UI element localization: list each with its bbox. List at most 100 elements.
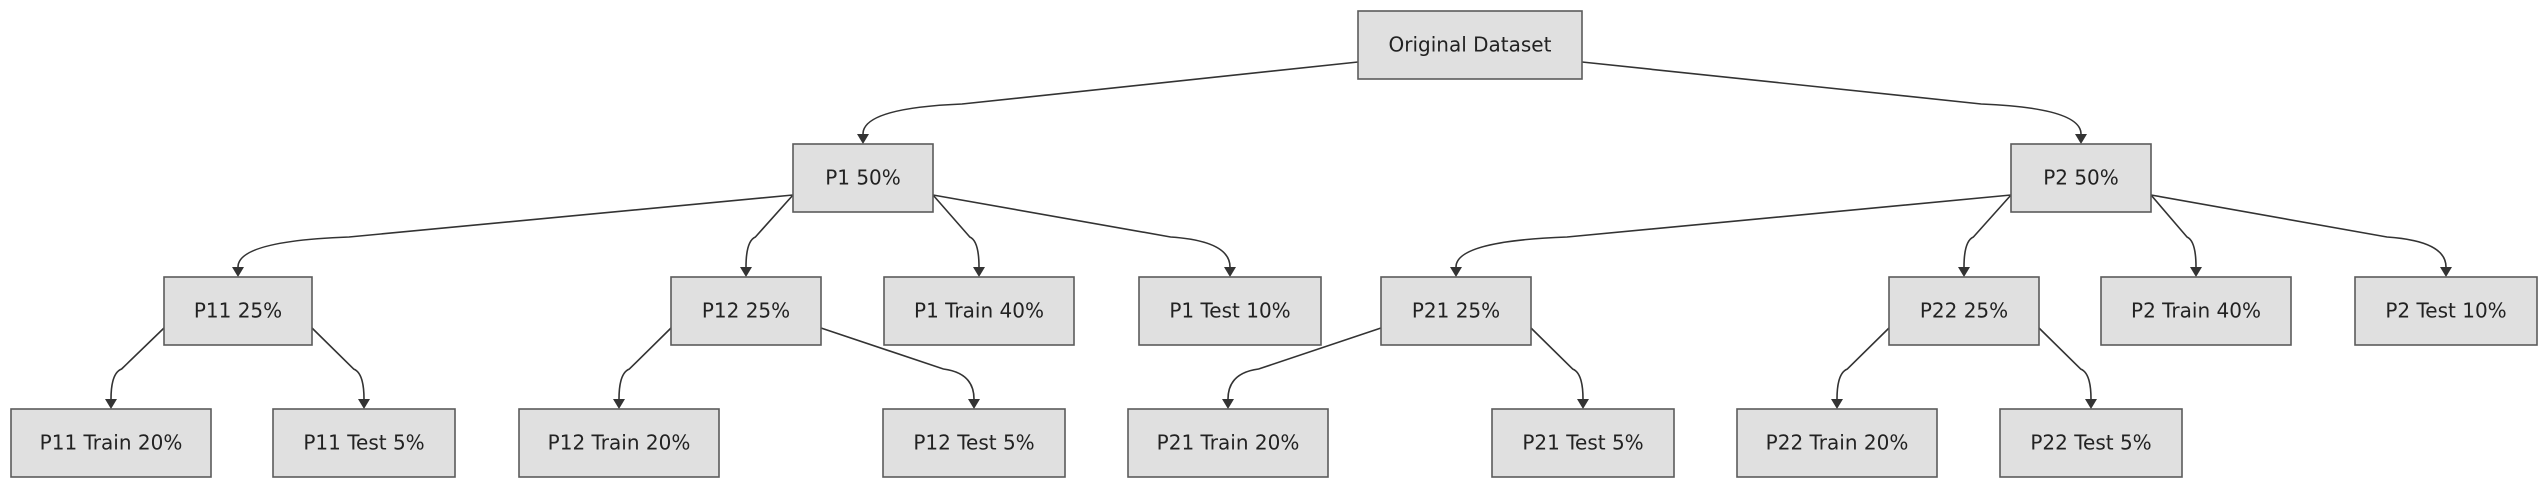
- edge-p1-to-p1train: [932, 194, 985, 277]
- node-p21train: P21 Train 20%: [1127, 408, 1329, 478]
- node-box: [2100, 276, 2292, 346]
- node-p2: P2 50%: [2010, 143, 2152, 213]
- arrow-head: [1224, 267, 1236, 277]
- arrow-head: [105, 399, 117, 409]
- edge-p12-to-p12train: [613, 327, 672, 409]
- nodes-layer: Original Dataset P1 50% P2 50% P11 25% P12 2…: [10, 10, 2538, 478]
- arrow-head: [857, 134, 869, 144]
- edge-line: [2150, 194, 2447, 268]
- node-label: Original Dataset: [1389, 33, 1552, 57]
- node-label: P1 Train 40%: [914, 299, 1044, 323]
- node-label: P12 Test 5%: [913, 431, 1034, 455]
- node-box: [1127, 408, 1329, 478]
- edge-p2-to-p21: [1450, 194, 2012, 277]
- edge-line: [1227, 327, 1382, 400]
- edge-line: [2038, 327, 2092, 400]
- edge-line: [1530, 327, 1584, 400]
- arrow-head: [1577, 399, 1589, 409]
- arrow-head: [613, 399, 625, 409]
- edge-line: [311, 327, 365, 400]
- node-box: [1380, 276, 1532, 346]
- node-label: P22 Train 20%: [1766, 431, 1909, 455]
- edge-p1-to-p11: [232, 194, 794, 277]
- edge-line: [237, 194, 794, 268]
- edge-p11-to-p11test: [311, 327, 370, 409]
- arrow-head: [740, 267, 752, 277]
- arrow-head: [232, 267, 244, 277]
- arrow-head: [2440, 267, 2452, 277]
- edge-p22-to-p22test: [2038, 327, 2097, 409]
- node-root: Original Dataset: [1357, 10, 1583, 80]
- node-box: [1888, 276, 2040, 346]
- node-p2test: P2 Test 10%: [2354, 276, 2538, 346]
- edge-root-to-p1: [857, 61, 1359, 144]
- node-p2train: P2 Train 40%: [2100, 276, 2292, 346]
- arrow-head: [1450, 267, 1462, 277]
- node-box: [272, 408, 456, 478]
- edge-p12-to-p12test: [820, 327, 980, 409]
- node-box: [1491, 408, 1675, 478]
- arrow-head: [2075, 134, 2087, 144]
- node-box: [670, 276, 822, 346]
- node-p21: P21 25%: [1380, 276, 1532, 346]
- node-label: P22 25%: [1920, 299, 2008, 323]
- edge-p22-to-p22train: [1831, 327, 1890, 409]
- node-label: P12 25%: [702, 299, 790, 323]
- edge-line: [618, 327, 672, 400]
- node-box: [882, 408, 1066, 478]
- edge-p1-to-p12: [740, 194, 794, 277]
- node-box: [163, 276, 313, 346]
- node-box: [1357, 10, 1583, 80]
- node-label: P1 Test 10%: [1169, 299, 1290, 323]
- edge-line: [1581, 61, 2082, 135]
- edge-line: [1963, 194, 2012, 268]
- edge-line: [110, 327, 165, 400]
- edge-line: [745, 194, 794, 268]
- node-p1: P1 50%: [792, 143, 934, 213]
- node-box: [1736, 408, 1938, 478]
- node-label: P11 25%: [194, 299, 282, 323]
- edge-line: [1455, 194, 2012, 268]
- arrow-head: [2190, 267, 2202, 277]
- edge-p21-to-p21train: [1222, 327, 1382, 409]
- node-p22test: P22 Test 5%: [1999, 408, 2183, 478]
- node-label: P2 50%: [2043, 166, 2119, 190]
- node-box: [2010, 143, 2152, 213]
- node-box: [10, 408, 212, 478]
- node-label: P12 Train 20%: [548, 431, 691, 455]
- node-p12train: P12 Train 20%: [518, 408, 720, 478]
- edge-line: [932, 194, 980, 268]
- arrow-head: [358, 399, 370, 409]
- node-p21test: P21 Test 5%: [1491, 408, 1675, 478]
- node-label: P2 Train 40%: [2131, 299, 2261, 323]
- arrow-head: [1958, 267, 1970, 277]
- node-box: [518, 408, 720, 478]
- node-label: P11 Test 5%: [303, 431, 424, 455]
- node-label: P11 Train 20%: [40, 431, 183, 455]
- node-label: P21 Train 20%: [1157, 431, 1300, 455]
- node-p1train: P1 Train 40%: [883, 276, 1075, 346]
- node-label: P2 Test 10%: [2385, 299, 2506, 323]
- edges-layer: [105, 61, 2452, 409]
- node-p1test: P1 Test 10%: [1138, 276, 1322, 346]
- node-p11: P11 25%: [163, 276, 313, 346]
- node-p11test: P11 Test 5%: [272, 408, 456, 478]
- edge-p1-to-p1test: [932, 194, 1236, 277]
- node-p22: P22 25%: [1888, 276, 2040, 346]
- edge-root-to-p2: [1581, 61, 2087, 144]
- arrow-head: [968, 399, 980, 409]
- arrow-head: [2085, 399, 2097, 409]
- edge-p2-to-p22: [1958, 194, 2012, 277]
- node-label: P21 25%: [1412, 299, 1500, 323]
- node-box: [1138, 276, 1322, 346]
- node-label: P22 Test 5%: [2030, 431, 2151, 455]
- edge-line: [1836, 327, 1890, 400]
- node-label: P1 50%: [825, 166, 901, 190]
- edge-line: [820, 327, 975, 400]
- arrow-head: [973, 267, 985, 277]
- arrow-head: [1831, 399, 1843, 409]
- node-label: P21 Test 5%: [1522, 431, 1643, 455]
- edge-line: [862, 61, 1359, 135]
- edge-p2-to-p2test: [2150, 194, 2452, 277]
